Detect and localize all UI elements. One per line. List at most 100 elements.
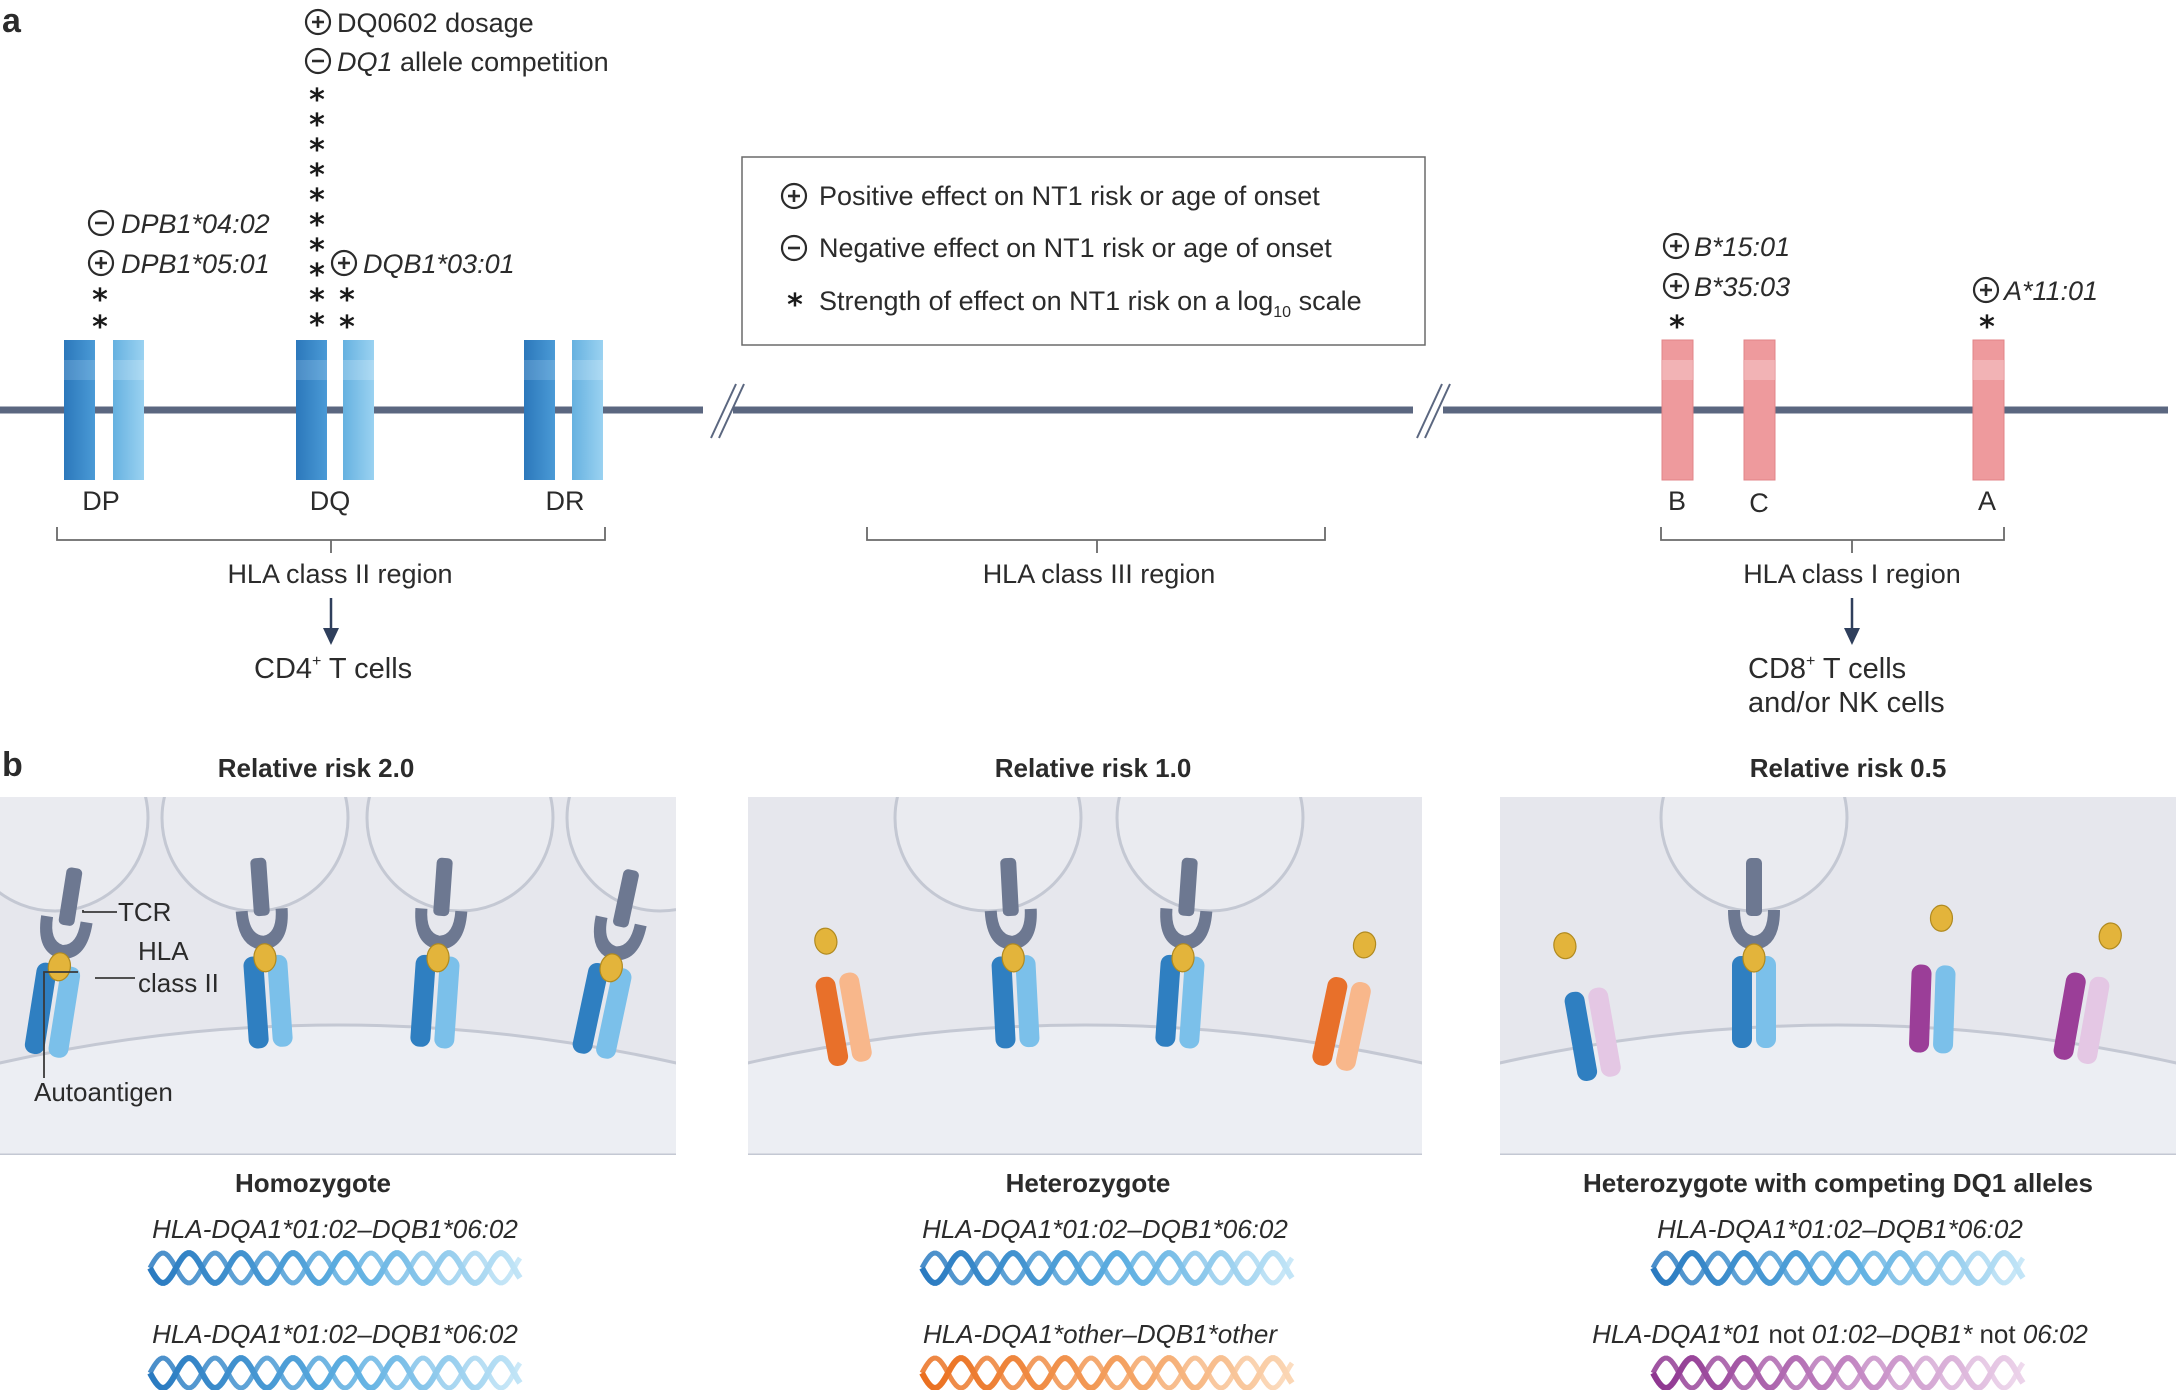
panel-a-label: a — [2, 2, 22, 40]
svg-text:*: * — [339, 283, 355, 318]
autoantigen-label: Autoantigen — [34, 1077, 173, 1107]
tcr-hla-complex — [235, 857, 293, 1049]
antigen — [1553, 932, 1577, 960]
synapse-scene-2 — [748, 797, 1422, 1155]
dna-helices — [147, 1250, 2026, 1390]
allele-2b: HLA-DQA1*other–DQB1*other — [923, 1319, 1278, 1349]
chromosome-break-2 — [1413, 383, 1451, 439]
class-ii-label: class II — [138, 968, 219, 998]
plus-icon — [1662, 272, 1690, 300]
gene-dr — [524, 340, 603, 480]
tcr-hla-complex — [24, 867, 93, 1058]
effect-b1501-label: B*15:01 — [1694, 232, 1790, 262]
effect-a1101: A*11:01 — [1972, 276, 2098, 306]
legend-positive: Positive effect on NT1 risk or age of on… — [819, 181, 1320, 211]
mixed-dq-molecule — [2053, 922, 2122, 1064]
tcr-hla-complex — [410, 857, 468, 1049]
t-cell — [893, 797, 1083, 913]
gene-label-dp: DP — [82, 486, 120, 516]
chromosome-break-1 — [703, 383, 745, 439]
gene-label-b: B — [1668, 486, 1686, 516]
effect-b3503-label: B*35:03 — [1694, 272, 1790, 302]
svg-text:*: * — [92, 283, 108, 318]
strength-stars-dp: * * — [92, 283, 108, 345]
antigen — [2098, 922, 2122, 950]
bracket-class3 — [866, 527, 1326, 553]
risk-title-2: Relative risk 1.0 — [995, 753, 1192, 783]
strength-stars-dq-side: * * — [339, 283, 355, 345]
effect-dpb1-0501-label: DPB1*05:01 — [121, 249, 270, 279]
svg-text:*: * — [309, 108, 325, 143]
minus-icon — [87, 209, 115, 237]
allele-3a: HLA-DQA1*01:02–DQB1*06:02 — [1657, 1214, 2023, 1244]
effect-dpb1-0501: DPB1*05:01 — [87, 249, 270, 279]
tcr-hla-complex — [1728, 858, 1780, 1048]
svg-text:*: * — [309, 283, 325, 318]
apc-membrane — [0, 1023, 676, 1155]
tcr-label: TCR — [118, 897, 171, 927]
plus-icon — [780, 182, 808, 210]
bracket-class2 — [56, 527, 606, 553]
gene-dq — [296, 340, 374, 480]
arrow-to-cd8 — [1844, 598, 1860, 645]
genotype-1: Homozygote — [235, 1168, 391, 1198]
gene-label-a: A — [1978, 486, 1996, 516]
strength-stars-a: * — [1979, 310, 1995, 345]
risk-title-1: Relative risk 2.0 — [218, 753, 415, 783]
plus-icon — [330, 249, 358, 277]
antigen — [1352, 931, 1377, 959]
svg-text:*: * — [309, 183, 325, 218]
region-class2: HLA class II region — [227, 559, 452, 589]
hla-dq-other-molecule — [814, 927, 872, 1066]
strength-stars-b: * — [1669, 310, 1685, 345]
star-icon: * — [787, 288, 803, 323]
plus-icon — [304, 8, 332, 36]
allele-1a: HLA-DQA1*01:02–DQB1*06:02 — [152, 1214, 518, 1244]
gene-dp — [64, 340, 144, 480]
effect-dq0602-label: DQ0602 dosage — [337, 8, 534, 38]
strength-stars-dq: * * * * * * * * * * — [309, 83, 325, 343]
t-cell — [0, 797, 150, 913]
svg-text:*: * — [309, 133, 325, 168]
hla-dq-other-molecule — [1312, 931, 1377, 1071]
panel-b-label: b — [2, 746, 23, 784]
effect-a1101-label: A*11:01 — [2002, 276, 2098, 306]
dna-helix-purple — [1650, 1355, 2026, 1390]
gene-label-c: C — [1749, 488, 1769, 518]
dna-helix-orange — [919, 1355, 1295, 1390]
mixed-dq-molecule — [1909, 904, 1956, 1054]
svg-text:*: * — [309, 208, 325, 243]
effect-dqb1-0301-label: DQB1*03:01 — [363, 249, 515, 279]
antigen — [814, 927, 838, 955]
synapse-scene-3 — [1500, 797, 2176, 1155]
dna-helix-blue — [147, 1355, 523, 1390]
dna-helix-blue — [1650, 1250, 2026, 1286]
plus-icon — [1972, 276, 2000, 304]
gene-c — [1743, 339, 1776, 481]
synapse-scene-1 — [0, 797, 676, 1155]
minus-icon — [780, 234, 808, 262]
region-class3: HLA class III region — [983, 559, 1216, 589]
genotype-3: Heterozygote with competing DQ1 alleles — [1583, 1168, 2093, 1198]
svg-text:*: * — [309, 308, 325, 343]
legend-negative: Negative effect on NT1 risk or age of on… — [819, 233, 1332, 263]
svg-text:*: * — [339, 310, 355, 345]
gene-a — [1972, 339, 2005, 481]
tcr-hla-complex — [984, 857, 1040, 1049]
legend-strength: Strength of effect on NT1 risk on a log1… — [819, 286, 1362, 321]
gene-label-dq: DQ — [310, 486, 351, 516]
effect-b3503: B*35:03 — [1662, 272, 1790, 302]
cd8-t-cells: CD8+ T cells — [1748, 653, 1906, 685]
svg-text:*: * — [309, 258, 325, 293]
effect-dpb1-0402: DPB1*04:02 — [87, 209, 270, 239]
effect-dq1-competition-label: DQ1 allele competition — [337, 47, 609, 77]
minus-icon — [304, 47, 332, 75]
mixed-dq-molecule — [1553, 932, 1621, 1081]
nk-cells: and/or NK cells — [1748, 687, 1945, 719]
plus-icon — [1662, 232, 1690, 260]
t-cell — [1115, 797, 1305, 913]
apc-membrane — [1500, 1023, 2176, 1155]
svg-text:*: * — [309, 83, 325, 118]
risk-title-3: Relative risk 0.5 — [1750, 753, 1947, 783]
effect-dq1-competition: DQ1 allele competition — [304, 47, 609, 77]
